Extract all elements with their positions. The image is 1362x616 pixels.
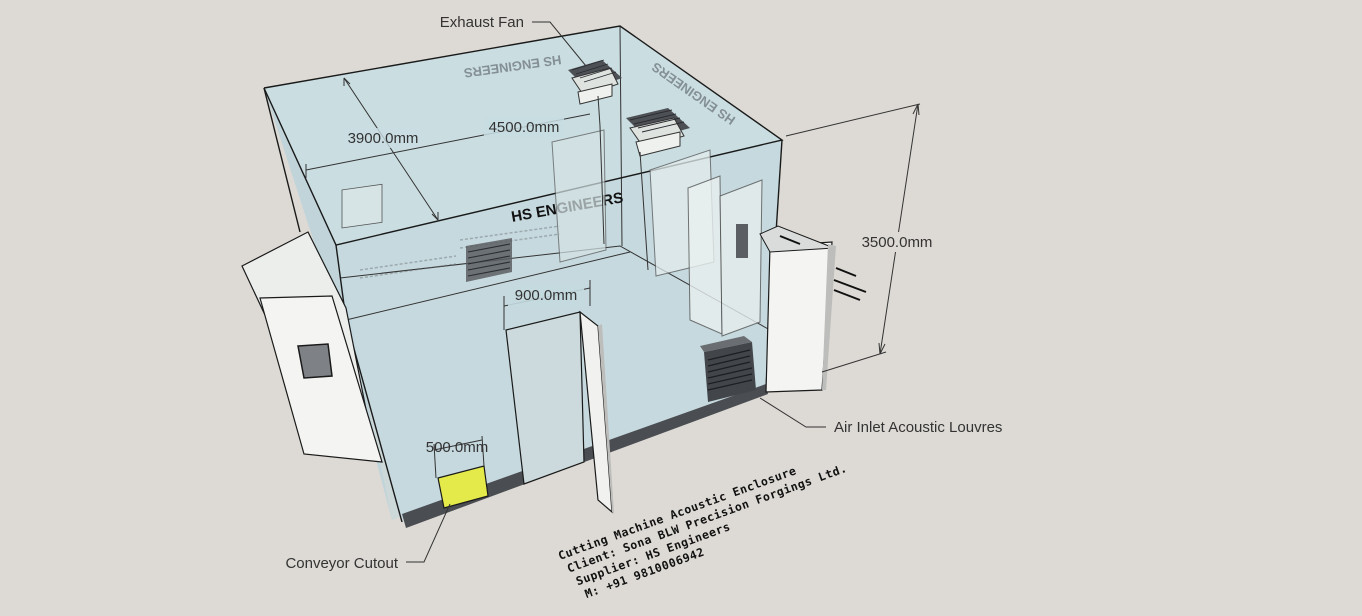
- duct-line: [639, 151, 649, 271]
- dim-bg: [344, 128, 422, 148]
- interior-door: [551, 129, 763, 337]
- dimension-door-width-label: 900.0mm: [515, 287, 578, 304]
- callout-conveyor-cutout: [406, 503, 451, 563]
- dimension-height-label: 3500.0mm: [862, 234, 933, 251]
- duct-line: [597, 95, 605, 245]
- dim-bg: [484, 117, 564, 137]
- exhaust-fan-icon: [626, 108, 690, 157]
- callout-air-inlet-label: Air Inlet Acoustic Louvres: [834, 419, 1002, 436]
- dimension-width-label: 4500.0mm: [489, 119, 560, 136]
- dim-bg: [508, 286, 584, 306]
- inner-vertical-edge: [619, 25, 623, 247]
- callout-exhaust-fan: [532, 21, 587, 67]
- side-text-marks: [779, 235, 867, 301]
- dimension-cutout-width-label: 500.0mm: [426, 439, 489, 456]
- dimension-cutout-width: [433, 435, 485, 479]
- louvre-icon: [700, 336, 756, 402]
- mid-horizontal-edge: [345, 251, 631, 321]
- left-door: [241, 231, 383, 463]
- front-door: [505, 310, 614, 514]
- door-window-icon: [297, 343, 333, 379]
- exhaust-fan-icon: [568, 59, 622, 105]
- callout-air-inlet: [759, 397, 826, 428]
- callout-exhaust-fan-label: Exhaust Fan: [440, 14, 524, 31]
- dim-bg: [856, 232, 936, 252]
- right-door: [759, 225, 836, 393]
- dimension-height: [785, 103, 921, 373]
- callout-conveyor-cutout-label: Conveyor Cutout: [285, 555, 398, 572]
- inner-panel-left: [341, 183, 383, 229]
- base-strip: [402, 384, 768, 528]
- conveyor-cutout: [437, 465, 489, 509]
- dimension-depth-label: 3900.0mm: [348, 130, 419, 147]
- door-window-icon: [736, 224, 748, 258]
- louvre-icon: [466, 238, 512, 282]
- dimension-depth: [343, 77, 439, 221]
